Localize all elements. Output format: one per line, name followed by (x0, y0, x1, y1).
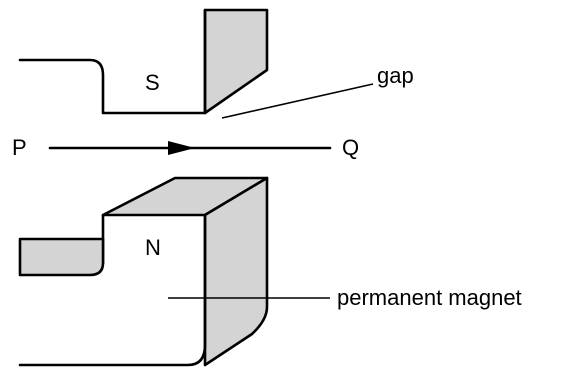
direction-arrow (168, 141, 195, 155)
upper-pole-shaded-face (203, 8, 269, 115)
south-pole-label: S (145, 70, 160, 95)
gap-label: gap (377, 63, 414, 88)
lower-pole-front-outline (18, 213, 207, 367)
lower-pole-side-face (203, 176, 269, 367)
point-p-label: P (12, 135, 27, 160)
upper-pole-outline (18, 8, 207, 115)
gap-leader-line (221, 83, 374, 119)
permanent-magnet-label: permanent magnet (337, 285, 522, 310)
lower-left-shaded-tab (18, 237, 105, 277)
point-q-label: Q (342, 135, 359, 160)
north-pole-label: N (145, 235, 161, 260)
